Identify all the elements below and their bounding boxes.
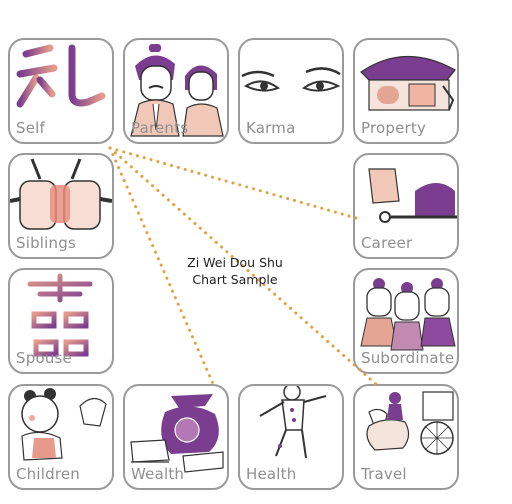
palace-label: Health [246,465,297,483]
eyes-icon [241,67,341,92]
palace-travel[interactable]: Travel [353,384,459,490]
child-icon [21,388,107,461]
carriage-icon [366,391,454,455]
palace-label: Career [361,234,413,252]
palace-wealth[interactable]: Wealth [123,384,229,490]
palace-label: Wealth [131,465,185,483]
palace-label: Travel [361,465,407,483]
palace-self[interactable]: Self [8,38,114,144]
palace-label: Karma [246,119,296,137]
sedan-chair-icon [368,168,457,223]
palace-label: Siblings [16,234,76,252]
palace-label: Children [16,465,81,483]
palace-parents[interactable]: Parents [123,38,229,144]
palace-siblings[interactable]: Siblings [8,153,114,259]
palace-karma[interactable]: Karma [238,38,344,144]
chart-caption: Zi Wei Dou Shu Chart Sample [160,254,310,288]
palace-career[interactable]: Career [353,153,459,259]
palace-label: Self [16,119,45,137]
chart-title-line2: Chart Sample [192,272,278,287]
palace-children[interactable]: Children [8,384,114,490]
house-icon [360,55,456,111]
palace-health[interactable]: Health [238,384,344,490]
double-happiness-icon [21,273,101,357]
connector-self-career [108,146,358,220]
palace-subordinate[interactable]: Subordinate [353,268,459,374]
palace-label: Parents [131,119,189,137]
parents-figures-icon [130,44,224,137]
palace-property[interactable]: Property [353,38,459,144]
acupuncture-figure-icon [259,386,327,459]
money-bag-icon [130,394,224,473]
palace-label: Property [361,119,427,137]
self-character-icon [16,44,106,114]
palace-spouse[interactable]: Spouse [8,268,114,374]
palace-label: Spouse [16,349,72,367]
chart-title-line1: Zi Wei Dou Shu [187,255,283,270]
palace-label: Subordinate [361,349,455,367]
